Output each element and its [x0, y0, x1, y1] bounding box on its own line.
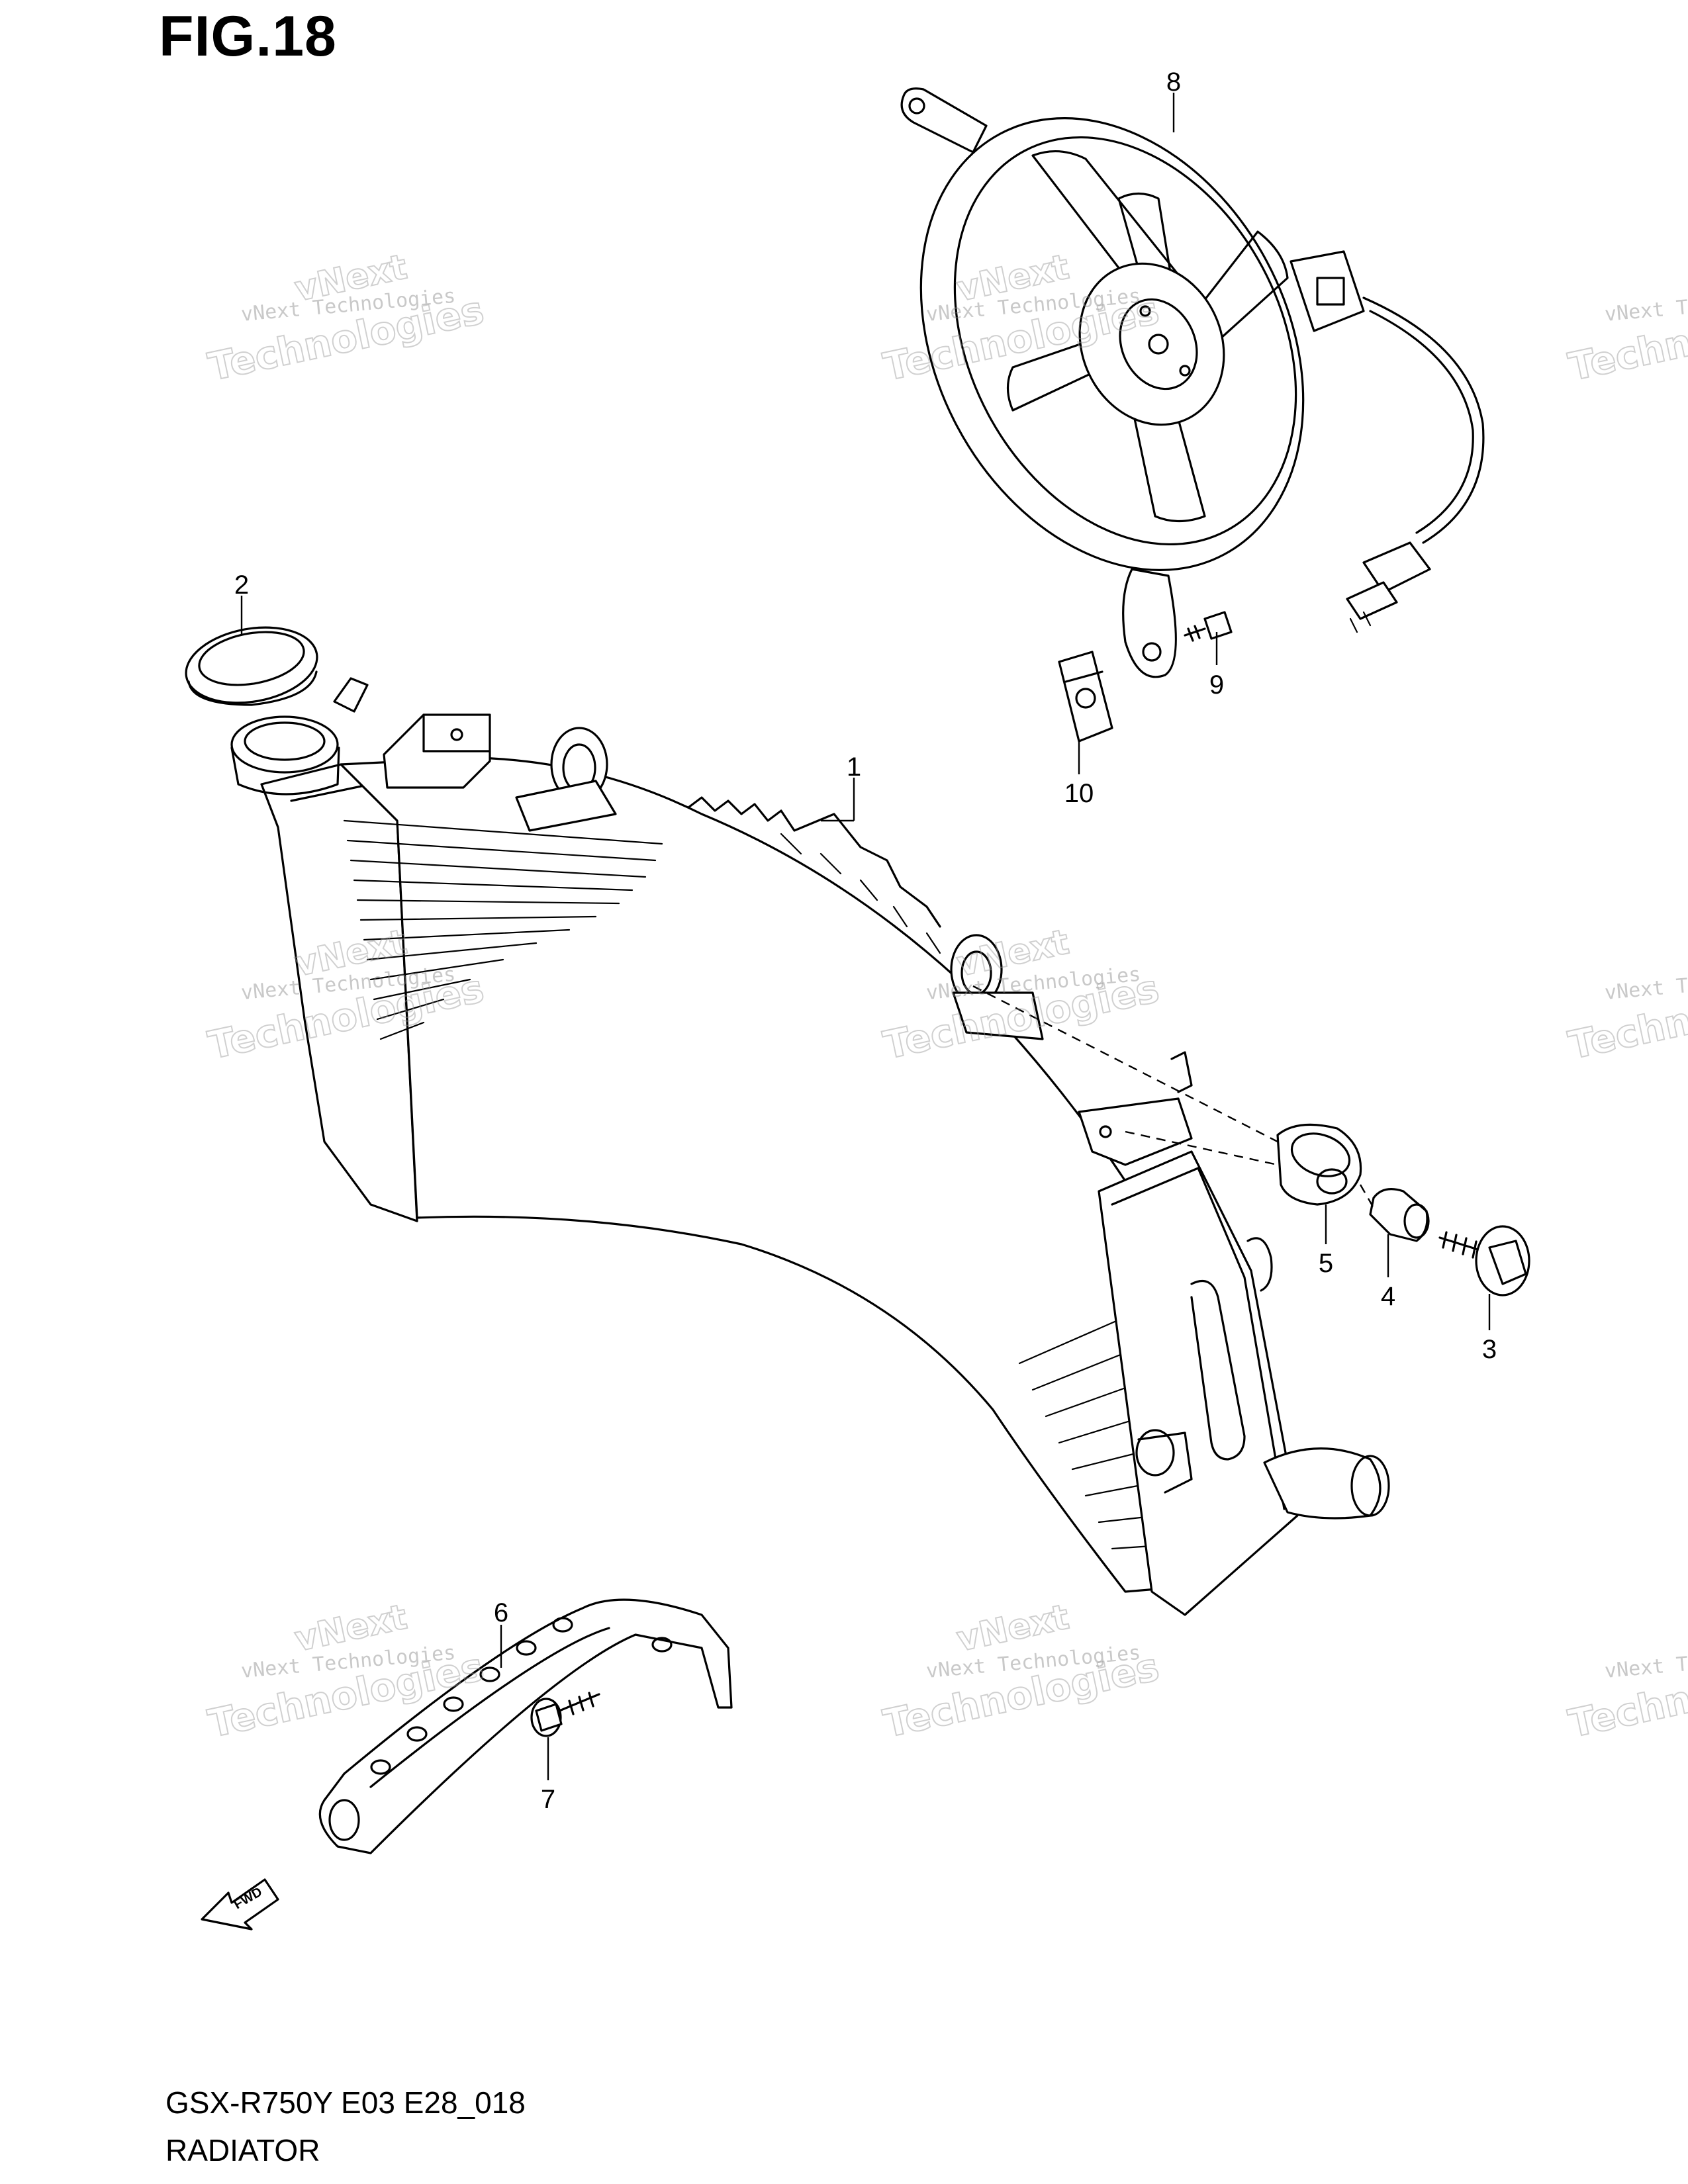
callout-4[interactable]: 4 — [1381, 1282, 1395, 1311]
watermark-top-left: vNext vNext Technologies Technologies — [204, 246, 489, 390]
callout-9[interactable]: 9 — [1209, 670, 1224, 700]
grommet-part-5[interactable] — [1276, 1123, 1362, 1206]
callout-6[interactable]: 6 — [494, 1598, 508, 1627]
watermark-top-right: vNext Technologies Technologies — [1564, 285, 1688, 390]
callout-numbers: 1 2 3 4 5 6 7 8 9 10 — [234, 68, 1497, 1814]
watermark-mid-right: vNext Technologies Technologies — [1564, 963, 1688, 1069]
cooling-fan-part-8[interactable] — [845, 52, 1485, 678]
bracket-part-6[interactable] — [318, 1598, 733, 1854]
clip-nut-part-10[interactable] — [1058, 651, 1113, 743]
callout-5[interactable]: 5 — [1319, 1249, 1333, 1278]
radiator-part-1[interactable] — [260, 713, 1390, 1616]
collar-part-4[interactable] — [1369, 1188, 1430, 1242]
watermark-bottom-center: vNext vNext Technologies Technologies — [879, 1596, 1164, 1747]
svg-text:vNext Technologies: vNext Technologies — [1604, 963, 1688, 1005]
bolt-part-9[interactable] — [1184, 611, 1233, 642]
svg-text:vNext Technologies: vNext Technologies — [1604, 285, 1688, 326]
fwd-direction-arrow: FWD — [201, 1878, 279, 1931]
callout-3[interactable]: 3 — [1482, 1335, 1497, 1364]
callout-7[interactable]: 7 — [541, 1785, 555, 1814]
svg-text:vNext Technologies: vNext Technologies — [1604, 1641, 1688, 1683]
bolt-part-3[interactable] — [1438, 1225, 1530, 1297]
callout-1[interactable]: 1 — [847, 752, 861, 782]
model-code-label: GSX-R750Y E03 E28_018 — [165, 2085, 526, 2120]
callout-8[interactable]: 8 — [1166, 68, 1181, 97]
filler-neck — [230, 677, 369, 796]
bolt-part-7[interactable] — [530, 1692, 600, 1737]
section-name-label: RADIATOR — [165, 2133, 320, 2167]
watermark-bottom-right: vNext Technologies Technologies — [1564, 1641, 1688, 1747]
figure-title: FIG.18 — [159, 5, 337, 68]
leader-lines — [240, 93, 1491, 1780]
callout-2[interactable]: 2 — [234, 570, 249, 600]
radiator-cap-part-2[interactable] — [180, 617, 323, 712]
callout-10[interactable]: 10 — [1064, 779, 1094, 808]
